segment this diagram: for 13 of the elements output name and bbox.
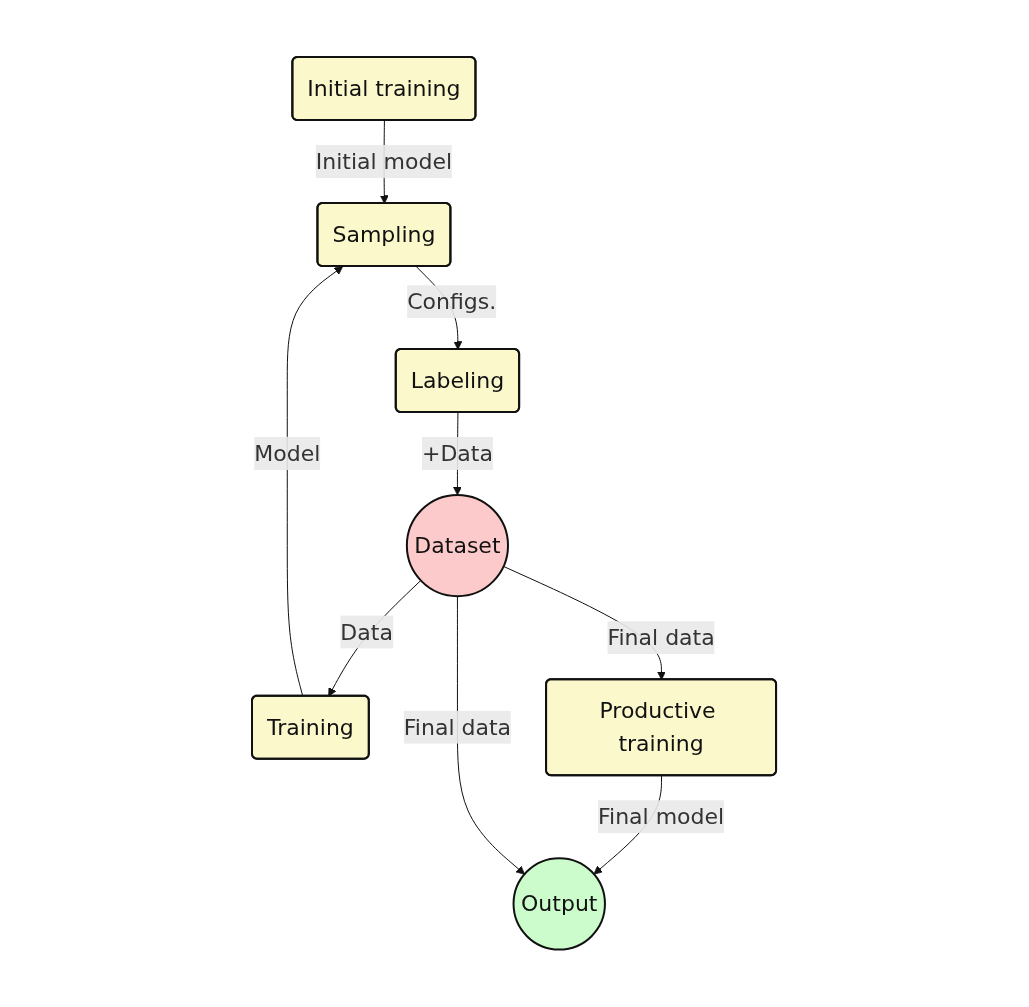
node-circle: Output [513,857,607,951]
edge-label: +Data [422,441,494,467]
edge-label: Data [340,619,394,645]
edge-label: Final data [404,714,512,740]
arrow [328,580,422,697]
edge-label: Configs. [407,289,497,315]
edge-label: Model [254,441,321,467]
arrow [457,595,526,875]
arrow [287,266,344,697]
edge-label: Final model [598,804,725,830]
node-circle: Dataset [406,494,510,598]
edge-label: Final data [607,625,716,651]
edge-label: Initial model [316,149,453,175]
